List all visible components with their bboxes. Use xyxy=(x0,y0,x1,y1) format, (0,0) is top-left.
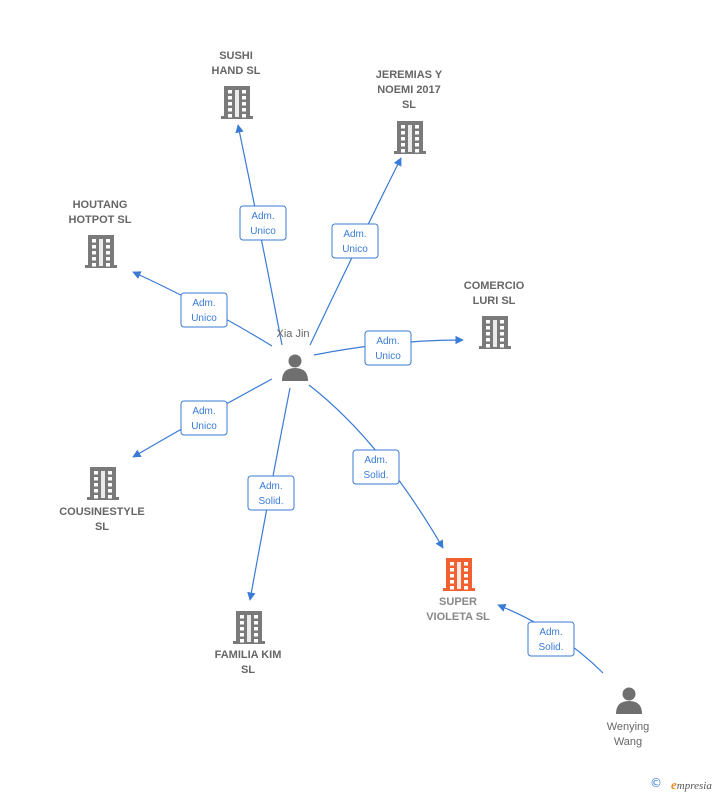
relation-box xyxy=(247,475,295,511)
relation-text: Adm. xyxy=(376,336,399,347)
building-icon xyxy=(394,121,426,154)
relation-text: Solid. xyxy=(538,642,563,653)
company-name-line: HOTPOT SL xyxy=(69,214,132,226)
relation-box xyxy=(180,400,228,436)
person-name-line: Wenying xyxy=(607,721,650,733)
brand-first-letter: e xyxy=(671,777,677,792)
relation-box xyxy=(364,330,412,366)
relation-text: Solid. xyxy=(363,470,388,481)
company-name: COUSINESTYLE SL xyxy=(59,506,145,533)
company-name-line: HOUTANG xyxy=(73,199,128,211)
relation-text: Unico xyxy=(191,421,217,432)
relation-text: Adm. xyxy=(259,481,282,492)
company-name-line: SUPER xyxy=(439,596,477,608)
company-name-line: VIOLETA SL xyxy=(426,611,490,623)
company-node-comercio[interactable]: COMERCIO LURI SL xyxy=(464,280,525,349)
company-node-familia[interactable]: FAMILIA KIM SL xyxy=(215,611,282,676)
company-name: HOUTANG HOTPOT SL xyxy=(69,199,132,226)
relation-label-xia-houtang[interactable]: Adm. Unico xyxy=(180,292,228,328)
relation-text: Adm. xyxy=(192,298,215,309)
relation-box xyxy=(352,449,400,485)
building-icon xyxy=(443,558,475,591)
building-icon xyxy=(479,316,511,349)
company-name-line: SUSHI xyxy=(219,50,253,62)
company-name-line: COMERCIO xyxy=(464,280,525,292)
relation-box xyxy=(180,292,228,328)
company-name: COMERCIO LURI SL xyxy=(464,280,525,307)
relation-label-xia-jeremias[interactable]: Adm. Unico xyxy=(331,223,379,259)
relation-text: Solid. xyxy=(258,496,283,507)
relation-text: Unico xyxy=(250,226,276,237)
company-name-line: FAMILIA KIM xyxy=(215,649,282,661)
relation-box xyxy=(331,223,379,259)
relation-label-xia-sushi[interactable]: Adm. Unico xyxy=(239,205,287,241)
relation-text: Unico xyxy=(375,351,401,362)
company-name: SUPER VIOLETA SL xyxy=(426,596,490,623)
company-name-line: SL xyxy=(402,99,416,111)
relation-text: Adm. xyxy=(251,211,274,222)
company-name: FAMILIA KIM SL xyxy=(215,649,282,676)
building-icon xyxy=(87,467,119,500)
relation-label-xia-comercio[interactable]: Adm. Unico xyxy=(364,330,412,366)
company-name: SUSHI HAND SL xyxy=(212,50,261,77)
company-node-sushi[interactable]: SUSHI HAND SL xyxy=(212,50,261,119)
relation-text: Adm. xyxy=(364,455,387,466)
building-icon xyxy=(233,611,265,644)
person-name-line: Wang xyxy=(614,736,642,748)
relation-label-wenying-super[interactable]: Adm. Solid. xyxy=(527,621,575,657)
company-name-line: SL xyxy=(95,521,109,533)
company-name-line: JEREMIAS Y xyxy=(376,69,443,81)
relation-label-xia-cousine[interactable]: Adm. Unico xyxy=(180,400,228,436)
empresia-logo[interactable]: empresia xyxy=(671,777,712,793)
company-name-line: LURI SL xyxy=(473,295,516,307)
relation-text: Adm. xyxy=(539,627,562,638)
relation-text: Adm. xyxy=(192,406,215,417)
person-node-xia[interactable]: Xia Jin xyxy=(276,328,310,381)
company-name-line: HAND SL xyxy=(212,65,261,77)
copyright-icon: © xyxy=(650,776,662,790)
relation-text: Unico xyxy=(342,244,368,255)
relation-text: Unico xyxy=(191,313,217,324)
person-icon xyxy=(282,354,308,381)
brand-rest: mpresia xyxy=(676,780,712,792)
company-name-line: COUSINESTYLE xyxy=(59,506,145,518)
relation-label-xia-super[interactable]: Adm. Solid. xyxy=(352,449,400,485)
person-name-line: Xia Jin xyxy=(276,328,309,340)
person-icon xyxy=(616,687,642,714)
person-name: Xia Jin xyxy=(276,328,309,340)
company-node-houtang[interactable]: HOUTANG HOTPOT SL xyxy=(69,199,132,268)
building-icon xyxy=(85,235,117,268)
company-name-line: SL xyxy=(241,664,255,676)
relation-text: Adm. xyxy=(343,229,366,240)
relation-box xyxy=(239,205,287,241)
building-icon xyxy=(221,86,253,119)
company-name-line: NOEMI 2017 xyxy=(377,84,441,96)
company-node-super[interactable]: SUPER VIOLETA SL xyxy=(426,558,490,623)
company-node-cousine[interactable]: COUSINESTYLE SL xyxy=(59,467,145,533)
relation-label-xia-familia[interactable]: Adm. Solid. xyxy=(247,475,295,511)
relation-box xyxy=(527,621,575,657)
